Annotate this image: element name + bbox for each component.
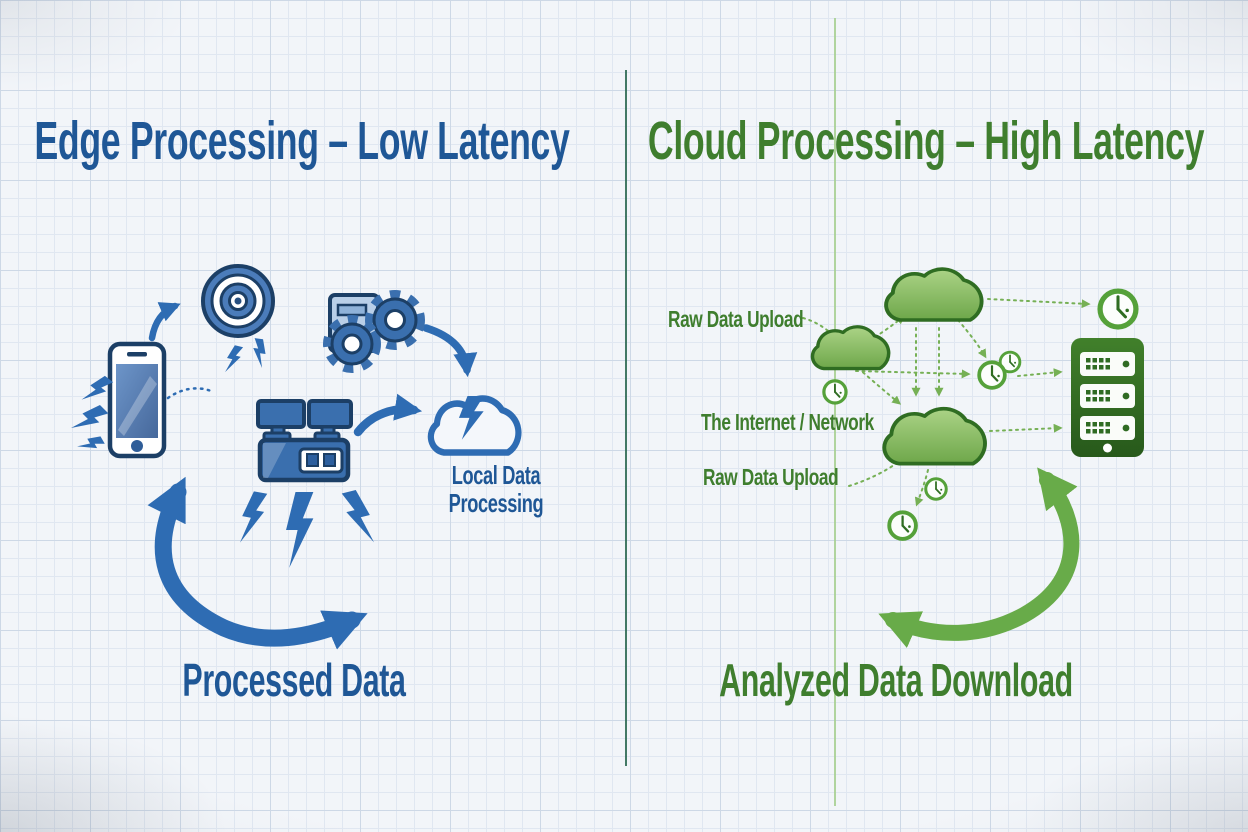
dotted-connector	[848, 462, 898, 487]
signal-bolt-icon	[76, 432, 105, 457]
camera-to-cloud-arrow	[353, 393, 423, 437]
local-data-processing-label: Local Data Processing	[448, 460, 544, 519]
dotted-connector	[857, 367, 902, 405]
dotted-connector	[987, 298, 1091, 309]
panel-divider	[625, 70, 627, 766]
edge-panel-title: Edge Processing – Low Latency	[34, 111, 570, 171]
gear-teeth	[365, 290, 425, 350]
signal-bolt-icon	[69, 400, 109, 440]
raw-data-upload-bottom-label: Raw Data Upload	[703, 464, 839, 490]
clock-icon	[924, 477, 948, 501]
clock-icon	[977, 360, 1007, 390]
processed-data-cycle-arrow	[147, 476, 368, 650]
camera-device-icon	[256, 399, 353, 483]
server-icon	[1071, 338, 1144, 457]
cloud-bottom-icon	[882, 406, 987, 466]
internet-network-label: The Internet / Network	[701, 409, 874, 435]
signal-bolt-icon	[237, 490, 268, 546]
dotted-connector	[1017, 368, 1063, 378]
dotted-connector	[802, 317, 832, 334]
clock-icon	[1100, 291, 1136, 327]
gear-teeth	[323, 315, 381, 373]
clock-icon	[822, 379, 848, 405]
dotted-connector	[957, 319, 987, 359]
analyzed-data-cycle-arrow	[878, 467, 1080, 648]
analyzed-data-download-label: Analyzed Data Download	[719, 654, 1073, 706]
dotted-connector	[855, 369, 971, 379]
dotted-connector	[989, 423, 1063, 433]
gears-to-cloud-arrow	[422, 324, 478, 378]
signal-bolt-icon	[286, 492, 314, 568]
processing-cloud-icon	[431, 396, 519, 452]
gears-icon	[323, 290, 425, 373]
phone-dotted-connector	[166, 387, 213, 400]
signal-bolt-icon	[341, 488, 377, 548]
signal-bolts-sensor	[223, 338, 268, 375]
raw-data-upload-top-label: Raw Data Upload	[668, 306, 804, 332]
smartphone-icon	[107, 341, 167, 459]
processed-data-label: Processed Data	[182, 654, 406, 706]
phone-to-sensor-arrow	[148, 302, 181, 342]
cloud-small-icon	[810, 325, 891, 371]
signal-bolts-phone	[69, 372, 114, 457]
signal-bolt-icon	[223, 344, 244, 375]
grid-accent-line	[834, 18, 836, 806]
signal-bolts-camera	[237, 488, 377, 568]
clock-icon	[887, 510, 918, 541]
cloud-panel-title: Cloud Processing – High Latency	[647, 111, 1205, 171]
sensor-target-icon	[201, 264, 275, 338]
cloud-large-icon	[884, 267, 984, 322]
signal-bolt-icon	[250, 338, 268, 369]
